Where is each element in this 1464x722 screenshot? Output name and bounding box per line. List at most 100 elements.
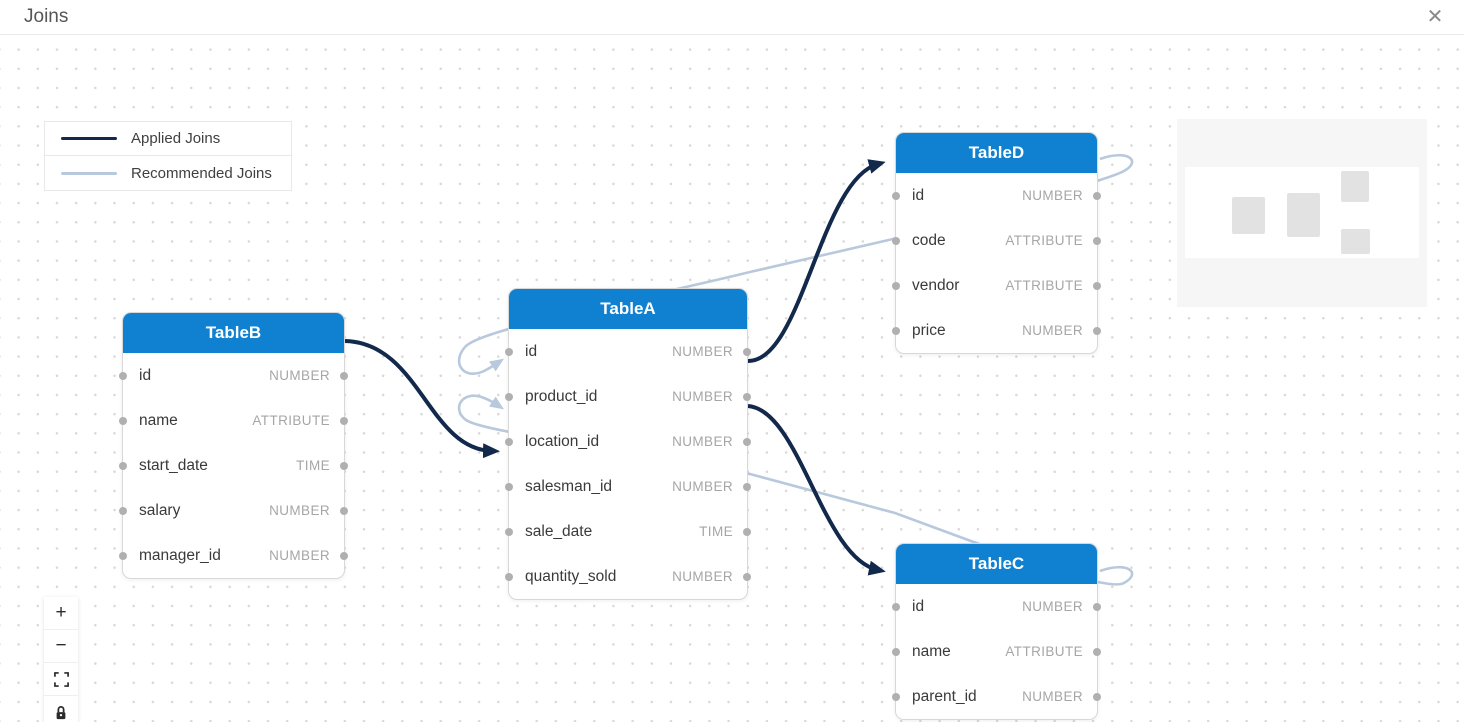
table-field-row[interactable]: id NUMBER	[892, 584, 1101, 629]
port-left[interactable]	[119, 461, 127, 470]
table-header[interactable]: TableC	[896, 544, 1097, 584]
port-left[interactable]	[505, 437, 513, 446]
table-header[interactable]: TableD	[896, 133, 1097, 173]
port-right[interactable]	[340, 461, 348, 470]
port-left[interactable]	[119, 506, 127, 515]
port-left[interactable]	[505, 482, 513, 491]
field-type: TIME	[699, 524, 733, 539]
legend-recommended-joins: Recommended Joins	[44, 156, 292, 191]
field-name: id	[139, 366, 152, 384]
legend-recommended-label: Recommended Joins	[131, 164, 272, 182]
applied-join-line-icon	[61, 137, 117, 140]
port-left[interactable]	[892, 326, 900, 335]
canvas-controls: + −	[44, 597, 78, 722]
port-right[interactable]	[1093, 692, 1101, 701]
table-header[interactable]: TableA	[509, 289, 747, 329]
port-left[interactable]	[505, 392, 513, 401]
zoom-out-button[interactable]: −	[44, 630, 78, 663]
field-type: ATTRIBUTE	[252, 413, 330, 428]
port-right[interactable]	[1093, 326, 1101, 335]
zoom-in-button[interactable]: +	[44, 597, 78, 630]
port-right[interactable]	[743, 482, 751, 491]
port-left[interactable]	[119, 416, 127, 425]
port-right[interactable]	[1093, 602, 1101, 611]
field-name: product_id	[525, 387, 598, 405]
port-left[interactable]	[892, 602, 900, 611]
field-type: NUMBER	[1022, 599, 1083, 614]
field-name: location_id	[525, 432, 600, 450]
field-name: id	[912, 186, 925, 204]
field-type: NUMBER	[672, 479, 733, 494]
field-type: ATTRIBUTE	[1005, 233, 1083, 248]
field-name: start_date	[139, 456, 208, 474]
join-edge-applied-tableA-location_id-to-tableC-id[interactable]	[747, 404, 886, 576]
field-name: name	[912, 642, 951, 660]
join-edge-applied-tableA-product_id-to-tableD-id[interactable]	[747, 159, 886, 364]
port-right[interactable]	[340, 506, 348, 515]
port-right[interactable]	[340, 371, 348, 380]
port-right[interactable]	[743, 572, 751, 581]
port-left[interactable]	[505, 347, 513, 356]
port-right[interactable]	[340, 551, 348, 560]
join-diagram-canvas[interactable]: Applied Joins Recommended Joins TableB id…	[0, 35, 1464, 722]
port-left[interactable]	[119, 371, 127, 380]
field-type: NUMBER	[1022, 689, 1083, 704]
port-left[interactable]	[892, 281, 900, 290]
recommended-join-line-icon	[61, 171, 117, 175]
page-title: Joins	[24, 6, 69, 27]
port-left[interactable]	[505, 572, 513, 581]
port-left[interactable]	[505, 527, 513, 536]
table-field-row[interactable]: code ATTRIBUTE	[892, 218, 1101, 263]
legend-applied-joins: Applied Joins	[44, 121, 292, 156]
field-name: code	[912, 231, 946, 249]
plus-icon: +	[55, 602, 67, 623]
port-right[interactable]	[743, 392, 751, 401]
port-left[interactable]	[892, 647, 900, 656]
field-name: name	[139, 411, 178, 429]
port-right[interactable]	[340, 416, 348, 425]
table-field-row[interactable]: name ATTRIBUTE	[119, 398, 348, 443]
port-right[interactable]	[1093, 191, 1101, 200]
close-icon[interactable]: ✕	[1422, 4, 1448, 30]
port-right[interactable]	[1093, 281, 1101, 290]
minimap-node	[1341, 171, 1369, 202]
field-type: NUMBER	[1022, 188, 1083, 203]
minimap-node	[1232, 197, 1265, 234]
port-left[interactable]	[892, 692, 900, 701]
fit-view-button[interactable]	[44, 663, 78, 696]
field-type: ATTRIBUTE	[1005, 278, 1083, 293]
minimap[interactable]	[1177, 119, 1427, 307]
port-right[interactable]	[1093, 647, 1101, 656]
port-left[interactable]	[892, 236, 900, 245]
table-field-row[interactable]: parent_id NUMBER	[892, 674, 1101, 719]
port-right[interactable]	[743, 527, 751, 536]
port-left[interactable]	[119, 551, 127, 560]
lock-button[interactable]	[44, 696, 78, 722]
field-name: parent_id	[912, 687, 977, 705]
field-name: id	[912, 597, 925, 615]
port-right[interactable]	[743, 437, 751, 446]
port-right[interactable]	[1093, 236, 1101, 245]
table-header[interactable]: TableB	[123, 313, 344, 353]
join-edge-applied-tableB-id-to-tableA-salesman_id[interactable]	[344, 339, 500, 459]
port-right[interactable]	[743, 347, 751, 356]
table-field-row[interactable]: id NUMBER	[892, 173, 1101, 218]
port-left[interactable]	[892, 191, 900, 200]
